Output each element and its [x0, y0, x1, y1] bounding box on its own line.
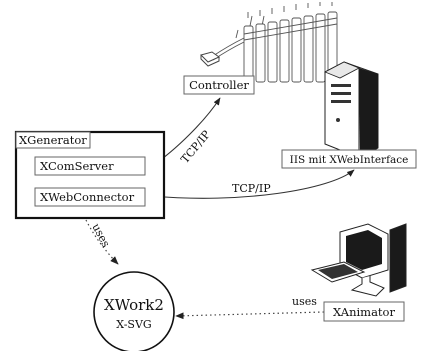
xsvg-label: X-SVG — [116, 318, 151, 331]
edge-label-tcp-controller: TCP/IP — [178, 128, 213, 166]
xanimator-label: XAnimator — [333, 305, 395, 319]
hardware-rack-icon — [200, 2, 338, 83]
xwork2-label: XWork2 — [104, 296, 164, 314]
workstation-icon — [310, 223, 407, 297]
xwork2-node: XWork2 X-SVG — [93, 271, 175, 351]
edge-xwebconnector-iis — [151, 169, 355, 200]
edge-xanimator-xwork2 — [175, 311, 325, 320]
xcomserver-label: XComServer — [40, 159, 114, 173]
edge-label-uses-xgenerator: uses — [89, 221, 112, 249]
xanimator-node: XAnimator — [323, 301, 405, 322]
iis-label: IIS mit XWebInterface — [290, 154, 409, 166]
edge-xgenerator-xwork2 — [85, 219, 119, 265]
edge-label-tcp-iis: TCP/IP — [232, 182, 271, 195]
controller-label: Controller — [189, 78, 249, 92]
iis-node: IIS mit XWebInterface — [281, 149, 417, 169]
edge-label-uses-xanimator: uses — [292, 295, 317, 308]
controller-node: Controller — [183, 75, 255, 95]
xwebconnector-label: XWebConnector — [40, 190, 135, 204]
server-tower-icon — [324, 61, 379, 159]
xgenerator-label: XGenerator — [19, 133, 87, 147]
xgenerator-node: XGenerator XComServer XWebConnector — [14, 130, 166, 220]
